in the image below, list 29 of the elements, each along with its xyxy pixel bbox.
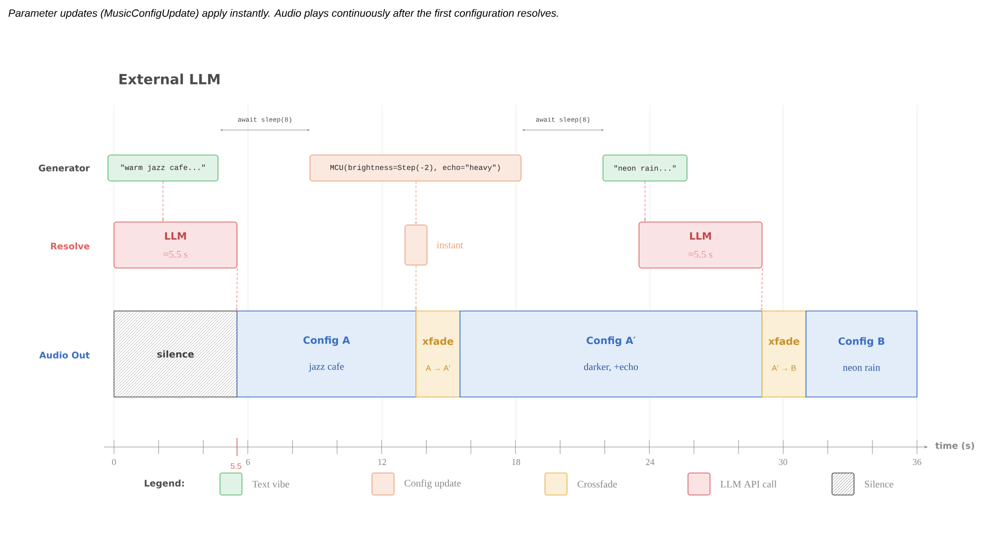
legend-title: Legend: [144,480,184,488]
tick-label: 30 [778,458,788,466]
config-segment: Config A′ darker, +echo [460,310,762,398]
legend-label: Silence [864,480,894,488]
llm-call-box: LLM ≈5.5 s [638,222,762,268]
config-segment: Config B neon rain [806,310,918,398]
legend-label: LLM API call [720,480,777,488]
legend-label: Crossfade [578,480,617,488]
axis-label: time (s) [935,442,974,450]
tick-label: 36 [912,458,922,466]
crossfade-segment: xfade A → A′ [416,310,460,398]
llm-call-box: LLM ≈5.5 s [114,222,238,268]
legend-label: Config update [404,479,461,489]
node-note: instant [436,242,464,248]
caption: Parameter updates (MusicConfigUpdate) apply instantly. Audio plays continuously after the first configuration resolves. [8,9,558,19]
crossfade-segment: xfade A′ → B [762,310,806,398]
legend-label: Text vibe [252,480,290,488]
tick-label: 6 [246,458,250,466]
tick-label: 24 [646,459,654,465]
marker-label: 5.5 [230,463,242,469]
title: External LLM [120,74,220,84]
config-segment: Config A jazz cafe [236,310,416,398]
tick-label: 0 [112,458,116,466]
update-box [404,224,428,266]
row-label: Resolve [51,242,90,250]
row-label: Audio Out [39,352,90,358]
tick-label: 18 [512,458,520,466]
row-label: Generator [38,164,90,172]
tick-label: 12 [378,459,386,465]
